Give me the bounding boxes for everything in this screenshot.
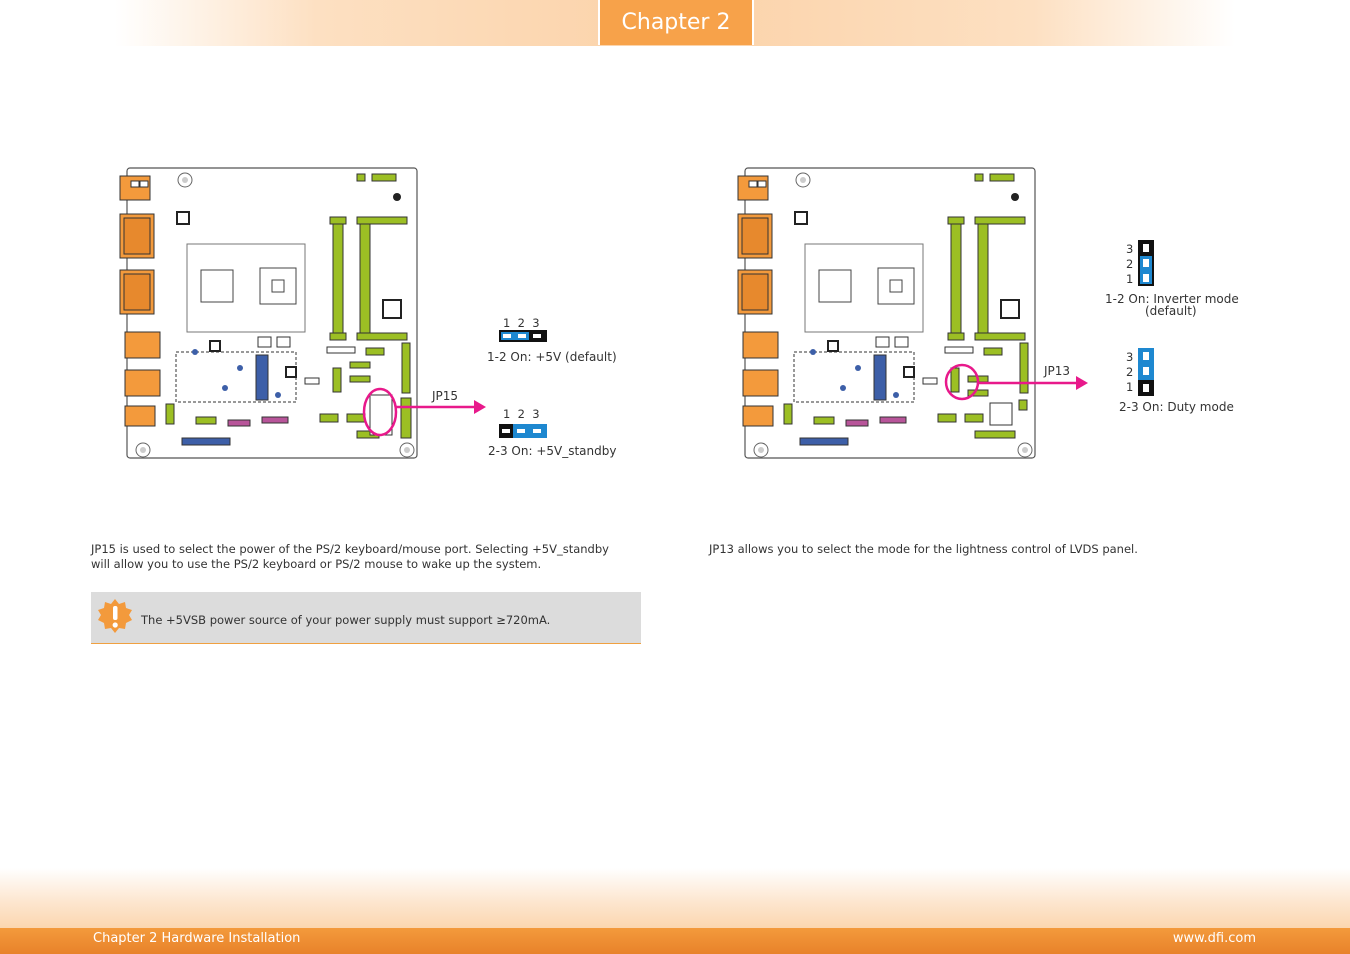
jp15-description: JP15 is used to select the power of the … <box>91 542 651 572</box>
jp15-diagram: JP15 1 2 3 1-2 On: +5V (default) 1 2 3 2… <box>119 167 617 459</box>
pin-numbers-standby: 1 2 3 <box>503 407 540 421</box>
footer-chapter-title: Chapter 2 Hardware Installation <box>93 931 301 946</box>
jumper-duty-mode <box>1138 348 1154 396</box>
note-text: The +5VSB power source of your power sup… <box>141 613 551 627</box>
warning-icon <box>98 599 132 633</box>
pin-2-label: 2 <box>1126 365 1133 379</box>
jp13-diagram: JP13 3 2 1 1-2 On: Inverter mode (defaul… <box>737 167 1239 459</box>
jp15-description-line1: JP15 is used to select the power of the … <box>91 542 609 556</box>
pin-3-label: 3 <box>1126 350 1133 364</box>
pin-1-label: 1 <box>1126 380 1133 394</box>
setting-inverter-default: (default) <box>1145 304 1197 318</box>
motherboard-left <box>119 167 418 459</box>
setting-duty-label: 2-3 On: Duty mode <box>1119 400 1234 414</box>
setting-default-label: 1-2 On: +5V (default) <box>487 350 617 364</box>
jp15-description-line2: will allow you to use the PS/2 keyboard … <box>91 557 542 571</box>
pin-numbers-default: 1 2 3 <box>503 316 540 330</box>
jp15-highlight-circle <box>362 387 398 437</box>
arrow-icon <box>474 400 486 414</box>
jp13-description: JP13 allows you to select the mode for t… <box>709 542 1138 556</box>
jumper-setting-2-3 <box>499 424 547 438</box>
pin-1-label: 1 <box>1126 272 1133 286</box>
motherboard-right <box>737 167 1036 459</box>
jp15-pointer-label: JP15 <box>431 389 458 403</box>
footer-website-link[interactable]: www.dfi.com <box>1172 931 1256 946</box>
footer-band <box>0 868 1350 930</box>
jp13-pointer-label: JP13 <box>1043 364 1070 378</box>
note-box: The +5VSB power source of your power sup… <box>91 592 641 644</box>
setting-inverter-label: 1-2 On: Inverter mode <box>1105 292 1239 306</box>
chapter-tab[interactable]: Chapter 2 <box>598 0 754 45</box>
pin-3-label: 3 <box>1126 242 1133 256</box>
jumper-inverter-mode <box>1138 240 1154 286</box>
pin-2-label: 2 <box>1126 257 1133 271</box>
jumper-setting-1-2 <box>499 330 547 342</box>
setting-standby-label: 2-3 On: +5V_standby <box>488 444 616 458</box>
footer-bar <box>0 928 1350 954</box>
arrow-icon <box>1076 376 1088 390</box>
